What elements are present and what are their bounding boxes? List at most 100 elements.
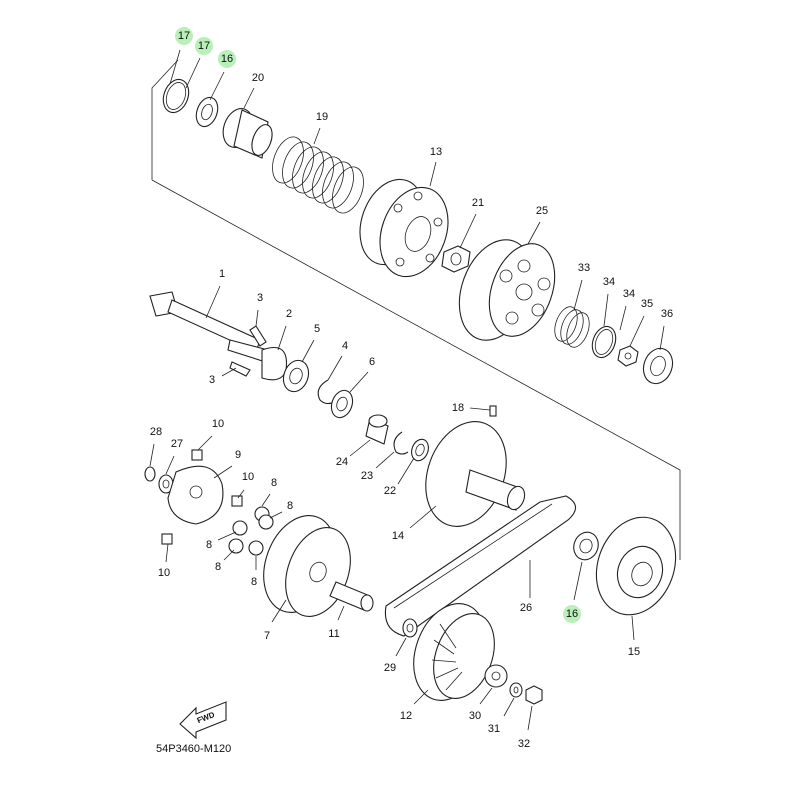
callout-label: 12 — [400, 710, 412, 722]
frame-outline — [151, 59, 179, 180]
callout-label: 19 — [316, 111, 328, 123]
washer-29 — [402, 618, 418, 638]
callout-3: 3 — [209, 367, 237, 386]
callout-5: 5 — [301, 323, 320, 363]
leader-line — [185, 57, 201, 89]
highlight-marker — [195, 37, 213, 55]
callout-16: 16 — [563, 561, 583, 623]
spring-33 — [554, 306, 590, 348]
callout-label: 30 — [469, 710, 481, 722]
leader-line — [619, 305, 627, 331]
slider-10-mid — [231, 495, 243, 507]
leader-line — [573, 561, 583, 601]
leader-line — [301, 339, 315, 363]
callout-18: 18 — [452, 402, 491, 414]
callout-7: 7 — [264, 599, 287, 642]
callout-label: 3 — [209, 374, 215, 386]
callout-21: 21 — [459, 197, 484, 249]
callout-30: 30 — [469, 687, 493, 722]
nut-35 — [617, 345, 639, 367]
callout-15: 15 — [628, 615, 640, 658]
callout-label: 4 — [342, 340, 348, 352]
callout-label: 1 — [219, 268, 225, 280]
callout-14: 14 — [392, 505, 437, 542]
callout-label: 25 — [536, 205, 548, 217]
callout-24: 24 — [336, 439, 371, 468]
bushing-24 — [365, 414, 389, 445]
callout-label: 2 — [286, 308, 292, 320]
callout-17: 17 — [169, 27, 193, 85]
slider-10-top — [191, 449, 203, 461]
callout-label: 31 — [488, 723, 500, 735]
diagram-code: 54P3460-M120 — [156, 743, 231, 755]
callout-29: 29 — [384, 637, 407, 674]
callout-label: 11 — [328, 628, 339, 640]
leader-line — [209, 71, 225, 101]
callout-label: 24 — [336, 456, 348, 468]
callout-label: 20 — [252, 72, 264, 84]
bolt-3-upper — [249, 325, 267, 347]
callout-label: 23 — [361, 470, 373, 482]
compression-spring-19 — [272, 136, 364, 214]
frame-outline-right — [151, 179, 681, 560]
leader-line — [527, 221, 541, 245]
circlip-23 — [393, 431, 409, 455]
pin-18 — [489, 405, 497, 417]
callout-label: 8 — [215, 561, 221, 573]
callout-label: 28 — [150, 426, 162, 438]
callout-17: 17 — [185, 37, 213, 89]
callout-label: 27 — [171, 438, 183, 450]
leader-line — [631, 615, 635, 641]
callout-layer: 1717162019132125333434353613254631828271… — [149, 27, 673, 750]
callout-label: 8 — [206, 539, 212, 551]
leader-line — [261, 493, 271, 507]
leader-line — [327, 355, 343, 381]
leader-line — [375, 451, 395, 469]
callout-label: 10 — [212, 418, 224, 430]
leader-line — [603, 293, 609, 327]
callout-label: 34 — [623, 288, 635, 300]
callout-20: 20 — [243, 72, 264, 109]
callout-label: 36 — [661, 308, 673, 320]
callout-label: 5 — [314, 323, 320, 335]
secondary-sheave-14 — [425, 421, 526, 527]
slider-10-bottom — [161, 533, 173, 545]
callout-label: 6 — [369, 356, 375, 368]
leader-line — [413, 689, 429, 705]
leader-line — [213, 465, 233, 479]
fixed-sheave-15 — [595, 516, 677, 616]
leader-line — [659, 325, 665, 351]
circlip-17 — [162, 78, 190, 114]
highlight-marker — [563, 605, 581, 623]
callout-26: 26 — [520, 560, 532, 614]
callout-label: 35 — [641, 298, 653, 310]
callout-label: 34 — [603, 276, 615, 288]
leader-line — [573, 279, 583, 311]
callout-6: 6 — [349, 356, 375, 393]
collar-11 — [329, 581, 374, 612]
callout-8: 8 — [261, 477, 277, 507]
highlight-marker — [175, 27, 193, 45]
washer-31 — [509, 682, 523, 698]
callout-label: 14 — [392, 530, 404, 542]
callout-label: 9 — [235, 449, 241, 461]
leader-line — [479, 687, 493, 705]
callout-22: 22 — [384, 457, 415, 497]
leader-line — [271, 599, 287, 623]
leader-line — [459, 213, 477, 249]
leader-line — [469, 407, 491, 411]
leader-line — [243, 87, 255, 109]
leader-line — [397, 457, 415, 485]
callout-label: 8 — [271, 477, 277, 489]
circlip-4 — [317, 379, 335, 405]
callout-23: 23 — [361, 451, 395, 482]
leader-line — [169, 49, 181, 85]
callout-10: 10 — [158, 543, 170, 579]
leader-line — [349, 371, 369, 393]
fan-sheave-12 — [413, 603, 495, 701]
o-ring-34 — [591, 325, 617, 359]
washer-28 — [144, 466, 156, 482]
leader-line — [223, 549, 235, 561]
callout-4: 4 — [327, 340, 348, 381]
